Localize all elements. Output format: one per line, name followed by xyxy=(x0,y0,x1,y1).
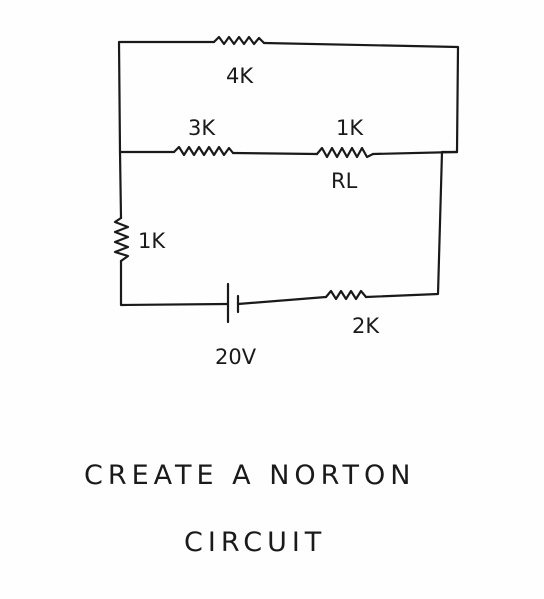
resistor-2k-label: 2K xyxy=(352,314,380,338)
resistor-left-1k-label: 1K xyxy=(138,229,166,253)
middle-branch-wire xyxy=(118,150,459,156)
resistor-left-1k-symbol xyxy=(113,216,130,263)
battery-symbol xyxy=(226,282,240,324)
resistor-load-label: 1K xyxy=(336,116,364,140)
caption-line-2: CIRCUIT xyxy=(184,527,326,558)
resistor-2k-symbol xyxy=(324,289,368,301)
bottom-branch-wire xyxy=(236,295,328,306)
right-branch-wire xyxy=(364,150,459,299)
resistor-load-symbol xyxy=(315,146,375,159)
caption-line-1: CREATE A NORTON xyxy=(84,460,415,491)
resistor-3k-symbol xyxy=(172,145,235,157)
resistor-load-name: RL xyxy=(331,169,358,193)
resistor-4k-label: 4K xyxy=(226,64,254,88)
battery-label: 20V xyxy=(215,345,257,369)
resistor-3k-label: 3K xyxy=(188,116,216,140)
left-branch-lower-wire xyxy=(119,259,229,307)
resistor-4k-symbol xyxy=(212,35,266,46)
left-branch-wire xyxy=(118,150,123,220)
top-branch-wire xyxy=(117,40,460,154)
